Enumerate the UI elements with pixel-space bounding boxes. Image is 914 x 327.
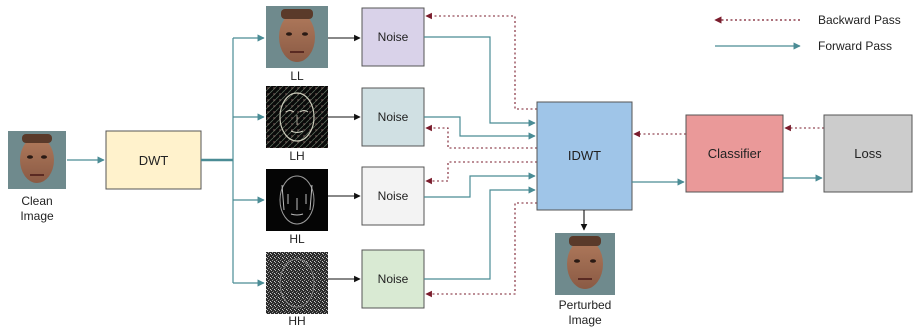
perturbed-image-label-1: Perturbed <box>559 298 612 312</box>
noise-label-ll: Noise <box>378 30 409 44</box>
ll-label: LL <box>290 69 304 83</box>
dwt-label: DWT <box>139 153 169 168</box>
noise-to-idwt-forward-edges <box>424 36 536 280</box>
noise-block-lh <box>361 87 425 147</box>
noise-block-hl <box>361 166 425 226</box>
noise-label-hh: Noise <box>378 272 409 286</box>
classifier-block <box>685 114 784 193</box>
noise-block-ll <box>361 7 425 67</box>
dwt-block <box>105 130 202 190</box>
clean-image-label-1: Clean <box>21 194 52 208</box>
loss-label: Loss <box>854 146 882 161</box>
noise-label-hl: Noise <box>378 189 409 203</box>
hh-label: HH <box>288 314 305 327</box>
ll-image <box>266 6 328 68</box>
lh-label: LH <box>289 149 304 163</box>
image-to-noise-edges <box>328 34 361 283</box>
hl-label: HL <box>289 232 305 246</box>
perturbed-image-label-2: Image <box>568 313 602 327</box>
classifier-label: Classifier <box>708 146 762 161</box>
hl-image <box>266 169 328 231</box>
clean-image-label-2: Image <box>20 209 54 223</box>
idwt-block <box>536 101 633 211</box>
lh-image <box>266 86 328 148</box>
idwt-to-noise-backward-edges <box>425 12 537 298</box>
dwt-fanout-edges <box>201 34 265 287</box>
forward-legend-label: Forward Pass <box>818 39 892 53</box>
idwt-label: IDWT <box>568 148 601 163</box>
hh-image <box>266 252 328 314</box>
backward-legend-label: Backward Pass <box>818 13 901 27</box>
perturbed-image <box>555 233 615 295</box>
loss-block <box>823 114 913 193</box>
legend: Backward Pass Forward Pass <box>714 13 901 53</box>
clean-image <box>8 131 66 189</box>
noise-label-lh: Noise <box>378 110 409 124</box>
